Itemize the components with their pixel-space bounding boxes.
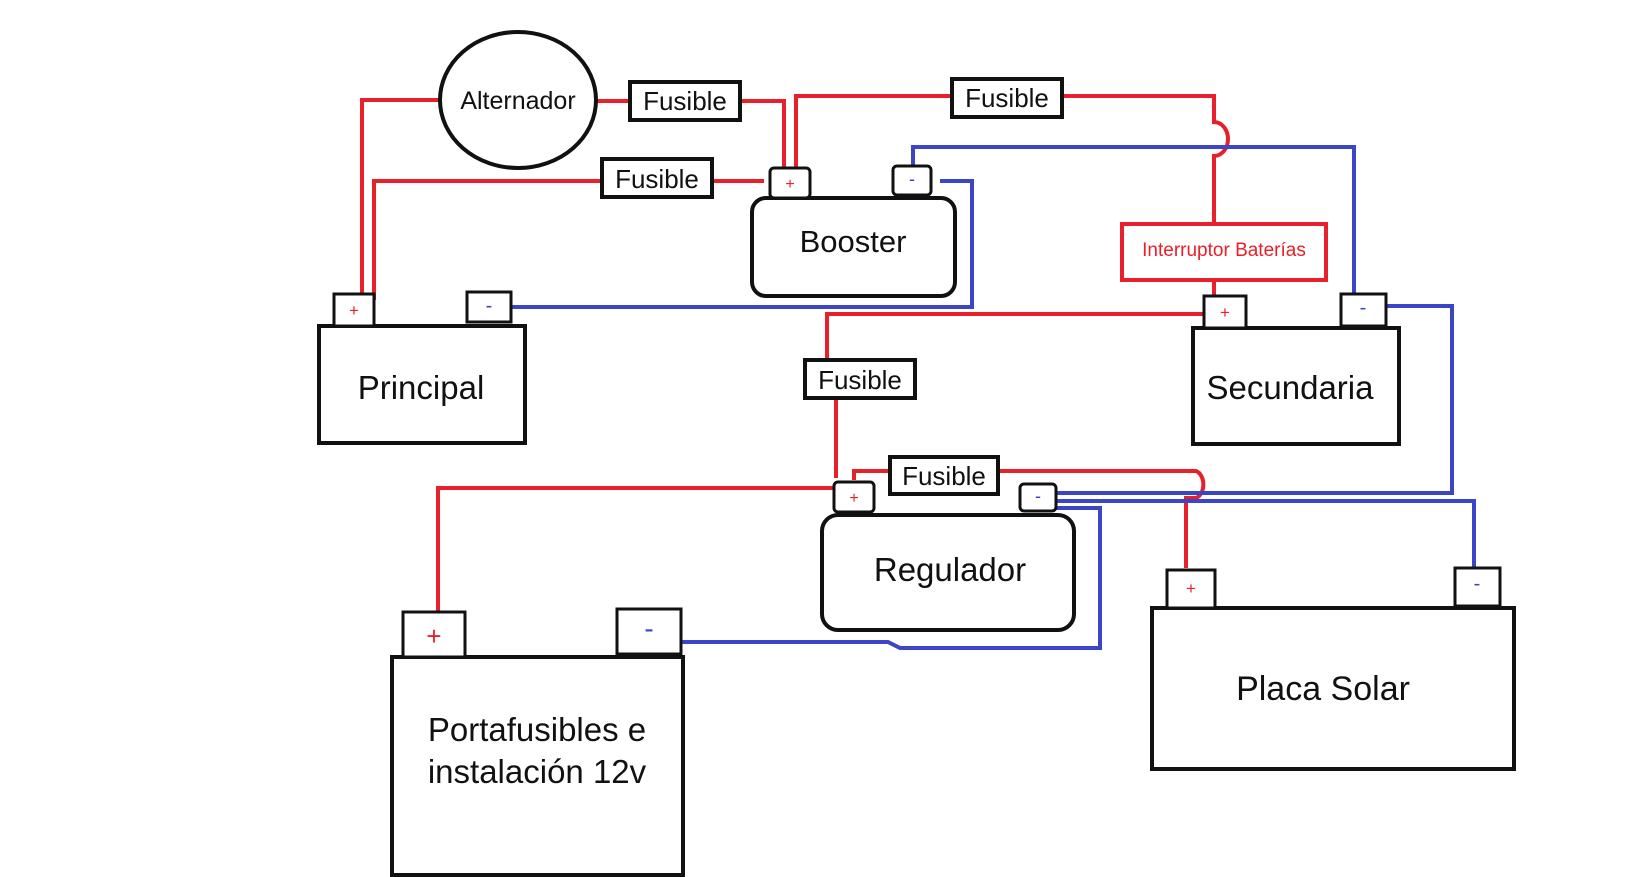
fuse-label: Fusible: [902, 461, 986, 491]
wire-fuse-switch: [1062, 94, 1230, 224]
regulator: Regulador + -: [820, 480, 1076, 632]
principal-battery: Principal + -: [317, 290, 527, 445]
fuse-holder-label-line1: Portafusibles e: [428, 711, 646, 748]
wire-regulator-portafusibles: [436, 486, 838, 614]
terminal-minus: -: [644, 613, 653, 644]
fuse-booster-switch: Fusible: [950, 77, 1064, 119]
fuse-label: Fusible: [615, 164, 699, 194]
wire-booster-fuse-top: [794, 94, 952, 172]
wire-booster-secundaria-minus: [911, 145, 1356, 298]
wire-principal-fuse: [372, 179, 604, 300]
terminal-minus: -: [1035, 486, 1041, 506]
positive-wires: [360, 94, 1230, 614]
booster: Booster + -: [750, 164, 957, 298]
alternator-label: Alternador: [460, 87, 575, 115]
battery-switch-box: [1120, 222, 1328, 282]
secundaria-label: Secundaria: [1207, 369, 1375, 406]
wire-principal-booster-minus: [510, 179, 974, 309]
alternator: Alternador: [438, 30, 598, 170]
wire-fuse-booster-plus: [742, 99, 786, 172]
terminal-minus: -: [1360, 297, 1367, 319]
wire-regulator-portafusibles-minus: [682, 506, 1102, 650]
solar-panel: Placa Solar + -: [1150, 566, 1516, 771]
wire-fuse-placa: [998, 469, 1206, 568]
solar-panel-label: Placa Solar: [1236, 670, 1410, 708]
fuse-label: Fusible: [643, 86, 727, 116]
booster-minus-terminal: [891, 164, 933, 197]
terminal-minus: -: [1474, 573, 1481, 595]
regulator-minus-terminal: [1018, 482, 1058, 513]
terminal-minus: -: [486, 295, 493, 317]
principal-minus-terminal: [465, 290, 513, 324]
terminal-plus: +: [1186, 579, 1196, 598]
wire-regulator-fuse: [852, 469, 890, 480]
regulator-plus-terminal: [832, 480, 876, 514]
solar-minus-terminal: [1453, 566, 1502, 608]
fuse-label: Fusible: [818, 365, 902, 395]
principal-label: Principal: [358, 369, 485, 406]
booster-label: Booster: [800, 224, 907, 259]
negative-wires: [510, 145, 1476, 650]
wire-secundaria-regulator-minus: [1050, 304, 1454, 495]
fuse-regulator-placa: Fusible: [888, 455, 1000, 496]
fuse-holder-minus-terminal: [615, 607, 683, 656]
fuse-holder-installation: Portafusibles e instalación 12v + -: [390, 607, 685, 877]
terminal-plus: +: [785, 176, 794, 193]
booster-plus-terminal: [768, 166, 812, 200]
secundaria-minus-terminal: [1339, 292, 1388, 328]
secundaria-battery: Secundaria + -: [1191, 292, 1401, 446]
solar-plus-terminal: [1165, 568, 1217, 610]
terminal-plus: +: [349, 301, 359, 320]
fuse-holder-plus-terminal: [401, 610, 467, 659]
wire-regulator-placa-minus: [1050, 499, 1476, 568]
battery-switch: Interruptor Baterías: [1120, 222, 1328, 282]
terminal-minus: -: [909, 169, 915, 189]
fuse-holder-label-line2: instalación 12v: [428, 753, 647, 790]
principal-plus-terminal: [332, 292, 376, 328]
fuse-alternator: Fusible: [628, 80, 742, 122]
terminal-plus: +: [849, 490, 858, 507]
regulator-label: Regulador: [874, 551, 1026, 588]
fuse-principal-booster: Fusible: [600, 157, 714, 199]
battery-switch-label: Interruptor Baterías: [1142, 240, 1306, 261]
secundaria-plus-terminal: [1202, 294, 1248, 330]
fuse-secundaria-regulator: Fusible: [803, 358, 917, 400]
terminal-plus: +: [1220, 303, 1230, 322]
fuse-label: Fusible: [965, 83, 1049, 113]
terminal-plus: +: [426, 621, 441, 651]
wire-alternator-principal: [360, 98, 440, 300]
